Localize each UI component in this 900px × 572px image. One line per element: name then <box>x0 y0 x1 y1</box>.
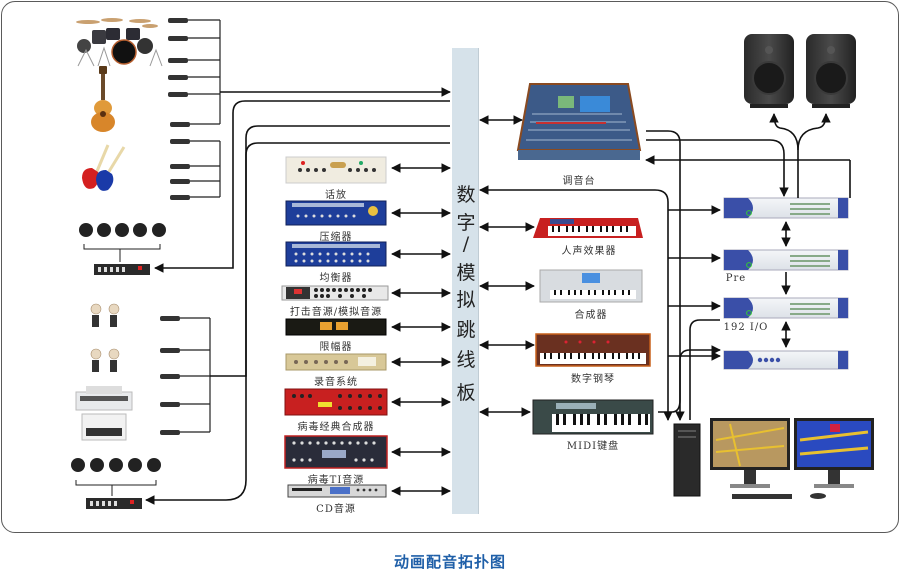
monitor-left <box>710 418 790 488</box>
patchbay-label-char: 模 <box>456 262 476 284</box>
acoustic-guitar <box>91 66 115 132</box>
rack-device-talk[interactable] <box>285 156 387 184</box>
label-interface-192io: 192 I/O <box>723 322 769 333</box>
drum-kit <box>76 18 163 67</box>
keyboard-mouse <box>732 493 826 499</box>
electric-guitars <box>82 144 126 191</box>
patchbay-label-char: 字 <box>456 212 476 234</box>
right-connection-arrows <box>479 115 535 417</box>
label-virus-ti: 病毒TI音源 <box>307 475 365 486</box>
label-mixer: 调音台 <box>562 176 596 187</box>
audio-interface-3[interactable] <box>723 297 849 319</box>
label-vocal-fx: 人声效果器 <box>561 246 617 257</box>
patchbay-label-char: 板 <box>456 382 476 404</box>
label-midi-keyboard: MIDI键盘 <box>566 441 620 452</box>
keyboard-vocal-fx[interactable] <box>533 218 643 238</box>
monitor-right <box>794 418 874 488</box>
rack-device-virus-ti[interactable] <box>284 435 388 469</box>
mixer-console[interactable] <box>516 83 642 160</box>
xlr-connector-icon <box>168 18 190 200</box>
audio-interface-4[interactable] <box>723 350 849 370</box>
label-cd: CD音源 <box>316 504 356 515</box>
patchbay-label-char: 跳 <box>456 319 476 341</box>
right-routing-lines <box>479 113 851 421</box>
computer-tower <box>673 423 701 497</box>
midi-keyboard[interactable] <box>532 399 654 435</box>
label-virus-classic: 病毒经典合成器 <box>297 422 375 433</box>
label-limiter: 限幅器 <box>319 342 353 353</box>
studio-monitor-right <box>806 34 856 108</box>
digital-piano[interactable] <box>535 333 651 367</box>
rack-device-compressor[interactable] <box>285 200 387 226</box>
digital-analog-patchbay <box>452 48 479 514</box>
organ <box>75 386 133 441</box>
left-trunk-lines <box>145 87 451 505</box>
rack-device-recording[interactable] <box>285 353 387 371</box>
label-interface-pre: Pre <box>725 273 747 284</box>
audio-interface-1[interactable] <box>723 197 849 219</box>
rack-device-cd[interactable] <box>287 484 387 498</box>
patchbay-label-char: 线 <box>456 349 476 371</box>
headphone-group-top <box>79 223 166 275</box>
rack-device-drum-source[interactable] <box>281 285 389 301</box>
synthesizer[interactable] <box>539 269 643 303</box>
patchbay-label-char: 拟 <box>456 289 476 311</box>
xlr-connectors-bottom <box>160 316 211 435</box>
microphones <box>90 303 120 372</box>
headphone-group-bottom <box>71 458 161 509</box>
label-digital-piano: 数字钢琴 <box>571 374 615 385</box>
label-eq: 均衡器 <box>319 273 353 284</box>
studio-monitor-left <box>744 34 794 108</box>
audio-interface-2[interactable] <box>723 249 849 271</box>
label-synth: 合成器 <box>574 310 608 321</box>
label-drum-source: 打击音源/模拟音源 <box>289 307 383 318</box>
patchbay-label-char: / <box>462 233 470 255</box>
label-recording: 录音系统 <box>314 377 358 388</box>
diagram-caption: 动画配音拓扑图 <box>393 553 506 571</box>
rack-device-eq[interactable] <box>285 241 387 267</box>
xlr-connectors-top <box>168 18 221 200</box>
label-talk: 话放 <box>325 190 347 201</box>
label-compressor: 压缩器 <box>319 232 353 243</box>
patchbay-label-char: 数 <box>456 184 476 206</box>
rack-device-limiter[interactable] <box>285 318 387 336</box>
rack-connection-arrows <box>391 163 451 496</box>
rack-device-virus-classic[interactable] <box>284 388 388 416</box>
